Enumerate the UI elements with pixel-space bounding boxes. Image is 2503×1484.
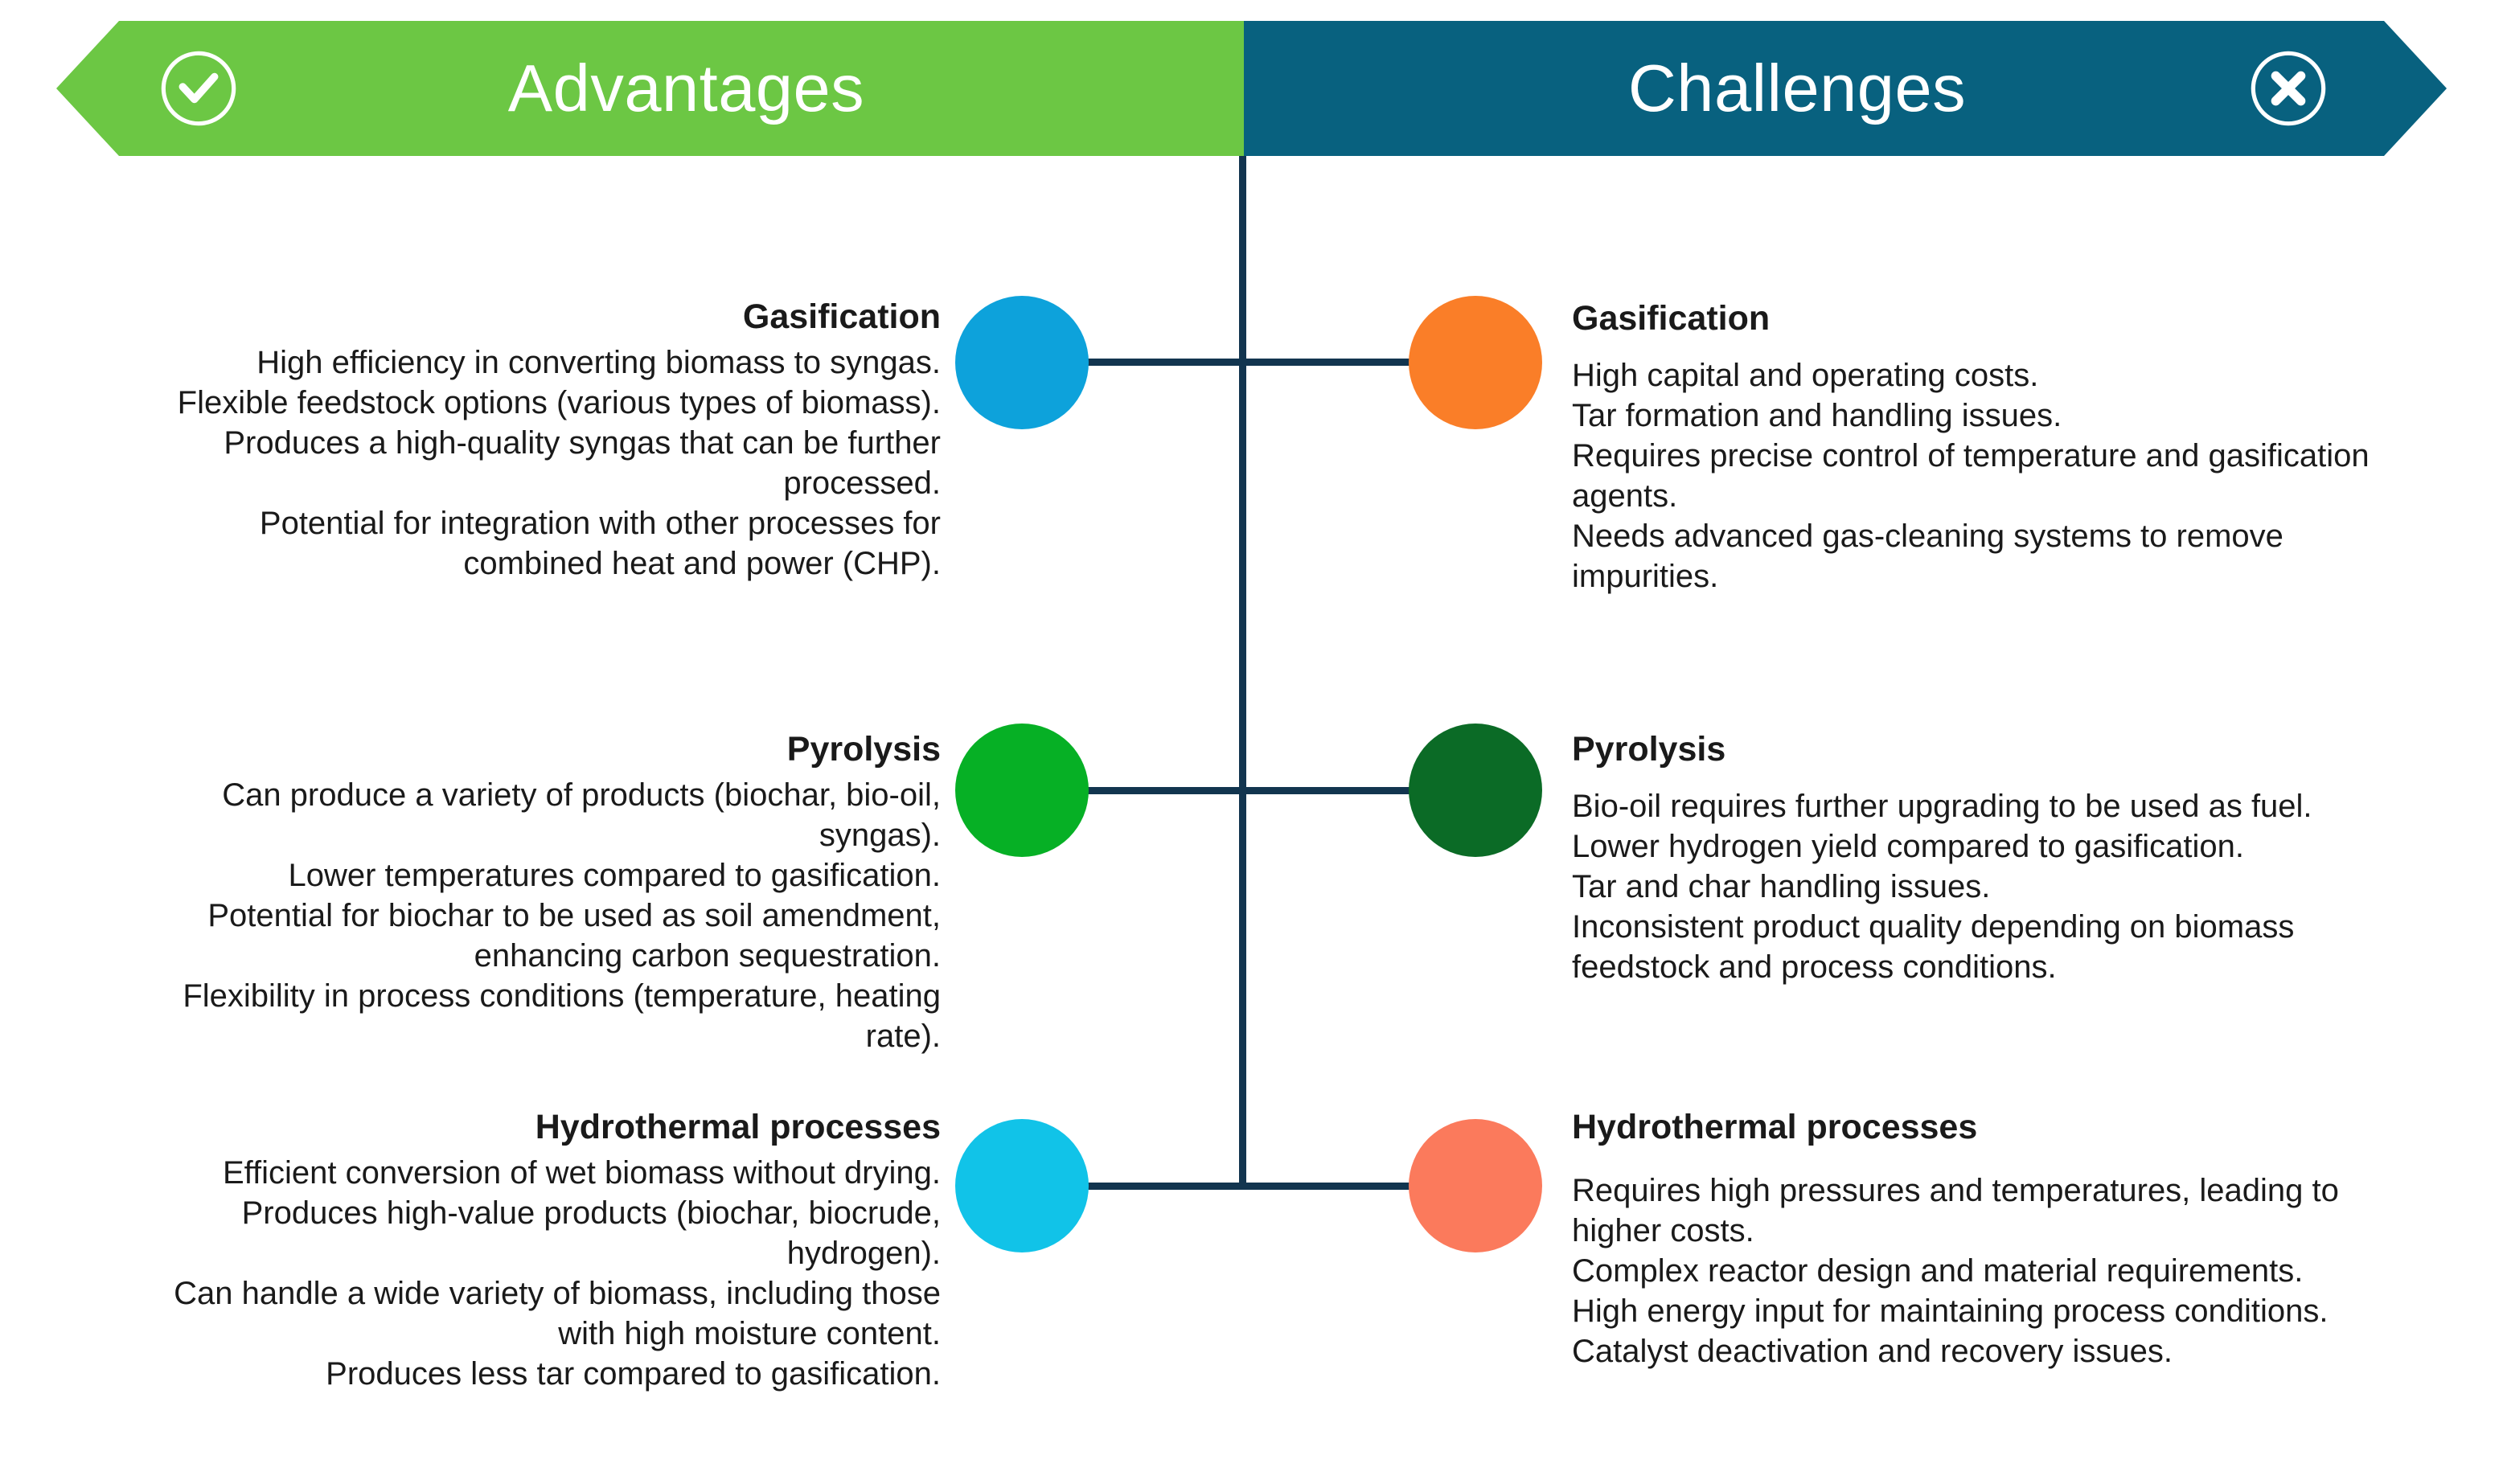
challenge-line: High capital and operating costs. [1572,358,2039,394]
node-circle-hydrothermal-advantage [955,1119,1089,1252]
advantage-block-gasification: Gasification High efficiency in converti… [48,297,941,584]
advantage-line: processed. [783,465,941,502]
challenge-line: Requires high pressures and temperatures… [1572,1173,2339,1209]
challenge-title-pyrolysis: Pyrolysis [1572,730,1726,769]
node-circle-gasification-challenge [1409,296,1542,429]
advantage-line: Produces less tar compared to gasificati… [326,1356,941,1392]
challenge-line: higher costs. [1572,1213,1754,1249]
challenge-block-pyrolysis: Pyrolysis Bio-oil requires further upgra… [1572,730,2489,987]
challenge-title-hydrothermal: Hydrothermal processes [1572,1108,1978,1146]
advantage-line: syngas). [819,818,941,854]
challenge-line: Tar and char handling issues. [1572,869,1991,905]
advantage-title-gasification: Gasification [742,297,941,336]
x-circle-icon [2247,47,2330,130]
advantage-line: rate). [865,1019,941,1055]
check-circle-icon [157,47,240,130]
challenge-line: Complex reactor design and material requ… [1572,1253,2304,1289]
horizontal-connector-row-3 [1081,1183,1413,1190]
node-circle-pyrolysis-advantage [955,724,1089,857]
advantages-title: Advantages [507,51,865,125]
advantage-line: Potential for biochar to be used as soil… [207,898,941,934]
advantage-body-pyrolysis: Can produce a variety of products (bioch… [48,775,941,1056]
challenge-line: feedstock and process conditions. [1572,949,2057,986]
advantage-line: Lower temperatures compared to gasificat… [288,858,941,894]
header-banner: Advantages Challenges [0,21,2503,156]
advantage-line: enhancing carbon sequestration. [474,938,941,974]
challenge-line: Requires precise control of temperature … [1572,438,2370,474]
challenge-line: impurities. [1572,559,1719,595]
horizontal-connector-row-2 [1081,787,1413,794]
challenge-line: Needs advanced gas-cleaning systems to r… [1572,519,2283,555]
challenge-title-gasification: Gasification [1572,299,1771,338]
advantages-banner: Advantages [56,21,1244,156]
challenge-line: Inconsistent product quality depending o… [1572,909,2295,945]
vertical-connector-line [1239,156,1246,1187]
advantage-body-hydrothermal: Efficient conversion of wet biomass with… [48,1153,941,1394]
advantage-title-pyrolysis: Pyrolysis [786,730,941,769]
advantage-line: hydrogen). [786,1236,941,1272]
advantage-line: Flexible feedstock options (various type… [177,385,941,421]
node-circle-gasification-advantage [955,296,1089,429]
challenge-line: Tar formation and handling issues. [1572,398,2062,434]
advantage-line: High efficiency in converting biomass to… [256,345,941,381]
advantage-line: Produces a high-quality syngas that can … [224,425,941,461]
challenge-line: Lower hydrogen yield compared to gasific… [1572,829,2245,865]
challenge-line: High energy input for maintaining proces… [1572,1293,2329,1330]
horizontal-connector-row-1 [1081,359,1413,366]
challenge-body-pyrolysis: Bio-oil requires further upgrading to be… [1572,786,2489,987]
advantage-body-gasification: High efficiency in converting biomass to… [48,342,941,584]
challenge-line: Catalyst deactivation and recovery issue… [1572,1334,2173,1370]
advantage-line: Flexibility in process conditions (tempe… [183,978,941,1015]
challenge-line: Bio-oil requires further upgrading to be… [1572,789,2312,825]
advantage-line: combined heat and power (CHP). [463,546,941,582]
advantage-line: Potential for integration with other pro… [259,506,941,542]
advantage-title-hydrothermal: Hydrothermal processes [535,1108,941,1146]
challenge-body-hydrothermal: Requires high pressures and temperatures… [1572,1170,2489,1371]
node-circle-hydrothermal-challenge [1409,1119,1542,1252]
challenge-line: agents. [1572,478,1678,514]
challenges-title: Challenges [1627,51,1967,125]
challenge-body-gasification: High capital and operating costs. Tar fo… [1572,355,2489,596]
node-circle-pyrolysis-challenge [1409,724,1542,857]
challenge-block-hydrothermal: Hydrothermal processes Requires high pre… [1572,1108,2489,1371]
advantage-line: Can handle a wide variety of biomass, in… [174,1276,941,1312]
advantage-line: Produces high-value products (biochar, b… [241,1195,941,1232]
challenge-block-gasification: Gasification High capital and operating … [1572,299,2489,596]
advantage-line: with high moisture content. [558,1316,941,1352]
advantage-block-pyrolysis: Pyrolysis Can produce a variety of produ… [48,730,941,1056]
advantage-line: Can produce a variety of products (bioch… [222,777,941,814]
challenges-banner: Challenges [1244,21,2447,156]
advantage-line: Efficient conversion of wet biomass with… [222,1155,941,1191]
advantage-block-hydrothermal: Hydrothermal processes Efficient convers… [48,1108,941,1394]
